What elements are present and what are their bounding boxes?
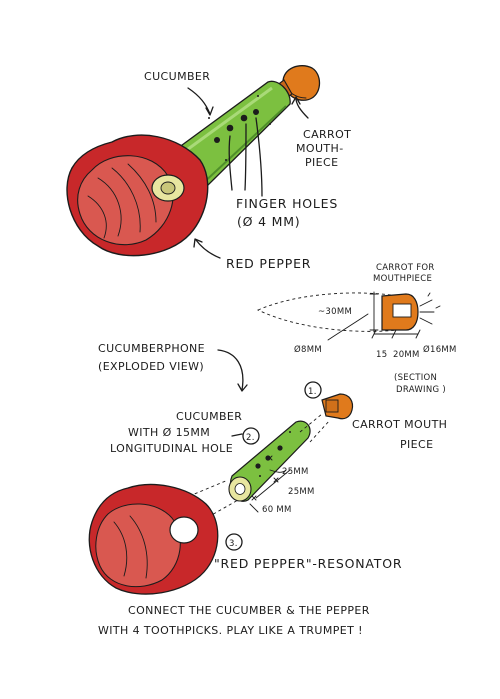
dim-15: 15 (376, 350, 387, 360)
label-carrot-for-2: MOUTHPIECE (373, 274, 432, 284)
label-carrot-top-1: CARROT (303, 128, 351, 141)
label-red-pepper: RED PEPPER (226, 256, 311, 271)
label-longitudinal-hole: LONGITUDINAL HOLE (110, 442, 233, 455)
label-cucumberphone: CUCUMBERPHONE (98, 342, 205, 355)
label-cucumber-top: CUCUMBER (144, 70, 210, 83)
red-pepper-drawing (66, 134, 209, 257)
label-finger-holes: FINGER HOLES (236, 196, 338, 211)
exploded-view: CUCUMBERPHONE (EXPLODED VIEW) 1. 2. 3. 2… (88, 342, 447, 595)
label-carrot-for: CARROT FOR (376, 263, 435, 273)
label-finger-holes-size: (Ø 4 MM) (237, 214, 300, 229)
label-carrot-mouth: CARROT MOUTH (352, 418, 447, 431)
step-1: 1. (308, 387, 317, 397)
dim-16mm: Ø16MM (423, 344, 457, 355)
label-red-pepper-resonator: "RED PEPPER"-RESONATOR (214, 556, 402, 571)
assembled-instrument (66, 65, 321, 259)
label-section-drawing-2: DRAWING ) (396, 385, 446, 395)
label-exploded-view: (EXPLODED VIEW) (98, 360, 204, 373)
label-piece: PIECE (400, 438, 433, 451)
cucumber-drawing (176, 80, 291, 192)
dim-20mm: 20MM (393, 350, 420, 360)
dim-8mm: Ø8MM (294, 344, 322, 355)
instructions-line-1: CONNECT THE CUCUMBER & THE PEPPER (128, 604, 370, 617)
dim-25mm-b: 25MM (288, 487, 315, 497)
label-section-drawing: (SECTION (394, 373, 437, 383)
dim-30mm: ~30MM (318, 307, 352, 317)
label-carrot-top-3: PIECE (305, 156, 338, 169)
dim-60mm: 60 MM (262, 505, 292, 515)
step-2: 2. (246, 433, 255, 443)
label-cucumber-with: CUCUMBER (176, 410, 242, 423)
dim-25mm-a: 25MM (282, 467, 309, 477)
instructions-line-2: WITH 4 TOOTHPICKS. PLAY LIKE A TRUMPET ! (98, 624, 363, 637)
step-3: 3. (229, 539, 238, 549)
label-carrot-top-2: MOUTH- (296, 142, 344, 155)
section-drawing: CARROT FOR MOUTHPIECE ~30MM Ø8MM 15 20MM… (256, 263, 457, 395)
label-with-15mm: WITH Ø 15MM (128, 426, 210, 439)
